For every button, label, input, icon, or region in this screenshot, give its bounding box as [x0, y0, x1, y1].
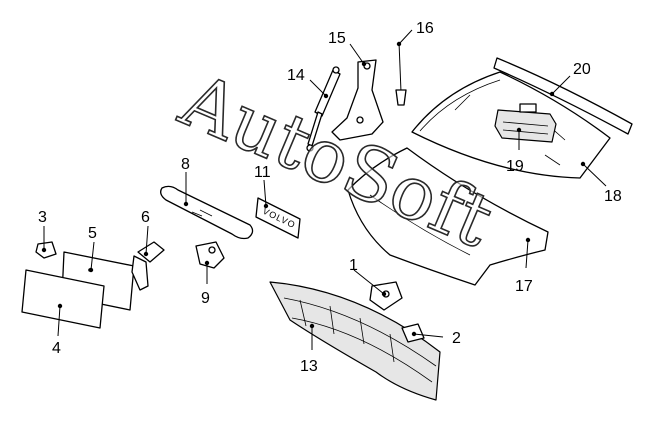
callout-1: 1 — [349, 257, 358, 274]
part-9-latch — [195, 241, 225, 269]
callout-labels: 1 2 3 4 5 6 8 9 11 13 14 15 16 17 18 19 … — [38, 20, 622, 375]
callout-8: 8 — [181, 156, 190, 173]
part-20-windscreen-trim — [493, 57, 633, 135]
callout-2: 2 — [452, 330, 461, 347]
callout-9: 9 — [201, 290, 210, 307]
part-16-washer-rod — [395, 41, 407, 106]
part-6-lock-cylinder — [131, 241, 165, 291]
part-8-trim-strip — [160, 185, 254, 240]
callout-17: 17 — [515, 278, 533, 295]
callout-18: 18 — [604, 188, 622, 205]
part-17-bonnet — [347, 147, 549, 286]
callout-13: 13 — [300, 358, 318, 375]
callout-20: 20 — [573, 61, 591, 78]
callout-3: 3 — [38, 209, 47, 226]
callout-16: 16 — [416, 20, 434, 37]
part-11-badge: VOLVO — [255, 197, 301, 239]
callout-5: 5 — [88, 225, 97, 242]
callout-14: 14 — [287, 67, 305, 84]
callout-11: 11 — [254, 164, 271, 181]
callout-15: 15 — [328, 30, 346, 47]
part-13-grille — [269, 281, 441, 401]
watermark-text: AutoSoft — [168, 57, 504, 265]
part-4-plate — [21, 269, 105, 329]
callout-4: 4 — [52, 340, 61, 357]
leader-lines — [41, 29, 607, 350]
callout-6: 6 — [141, 209, 150, 226]
part-14-gas-strut — [306, 66, 341, 152]
callout-19: 19 — [506, 158, 524, 175]
part-19-mirror-module — [494, 103, 557, 143]
